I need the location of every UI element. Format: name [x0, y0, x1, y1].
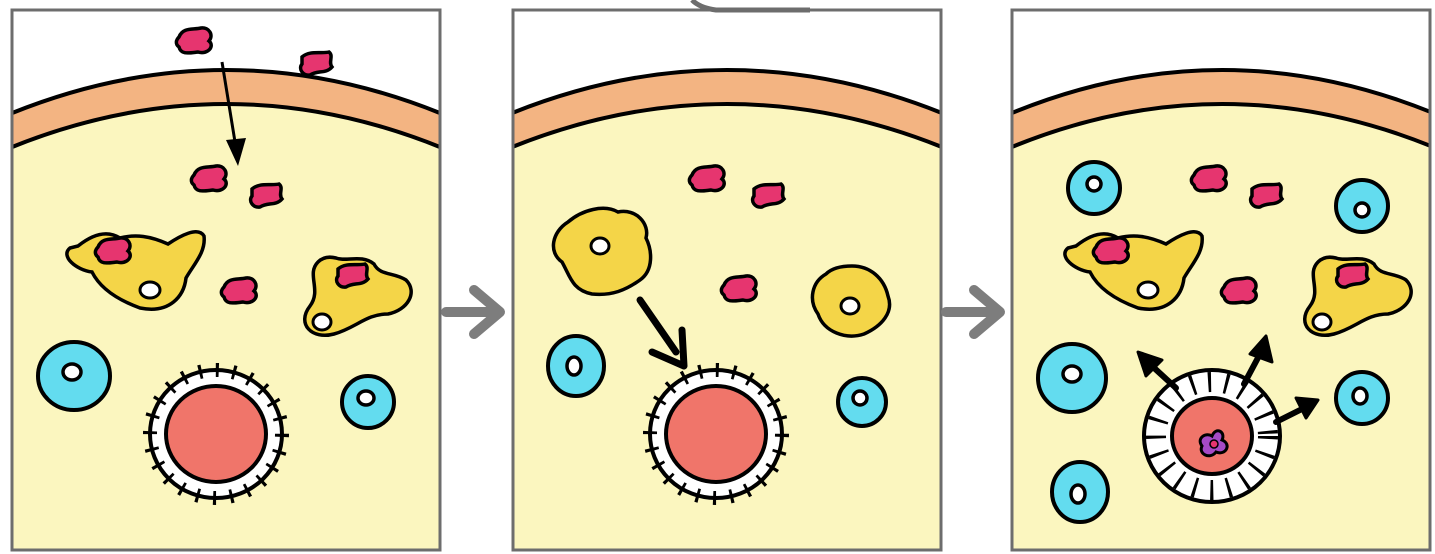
blood-vessel — [1144, 370, 1280, 502]
pathogen — [1251, 184, 1282, 207]
pathogen — [301, 52, 332, 75]
pathogen — [1191, 166, 1226, 191]
pathogen — [1221, 278, 1256, 303]
lymphocyte — [342, 376, 394, 428]
macrophage — [812, 266, 889, 336]
panel-3 — [1000, 10, 1435, 554]
partial-arrow — [692, 0, 810, 10]
process-arrow — [446, 290, 500, 334]
pathogen — [176, 28, 211, 53]
lymphocyte — [1068, 162, 1120, 214]
process-arrow — [946, 290, 1000, 334]
lymphocyte — [1038, 344, 1106, 412]
lymphocyte — [548, 336, 604, 396]
panel-2 — [500, 10, 954, 554]
pathogen — [721, 276, 756, 301]
lymphocyte — [38, 342, 110, 410]
pathogen — [753, 184, 784, 207]
pathogen — [251, 184, 282, 207]
lymphocyte — [838, 378, 886, 426]
pathogen — [689, 166, 724, 191]
blood-vessel — [650, 370, 782, 498]
lymphocyte — [1336, 180, 1388, 232]
pathogen — [221, 278, 256, 303]
pathogen — [191, 166, 226, 191]
panel-1 — [0, 10, 452, 554]
lymphocyte — [1336, 372, 1388, 424]
blood-vessel — [150, 370, 282, 498]
lymphocyte — [1052, 462, 1108, 522]
